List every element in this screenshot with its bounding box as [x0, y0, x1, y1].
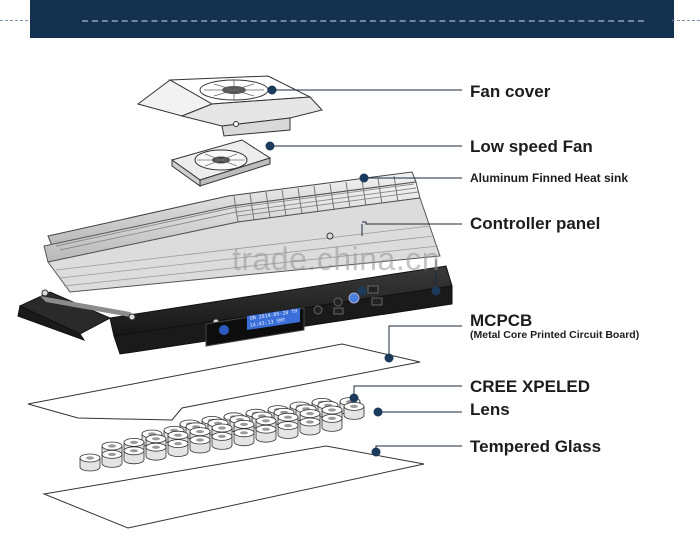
led-lens-array	[79, 397, 365, 472]
banner-dashed-line	[82, 20, 644, 22]
menu-button-icon	[367, 285, 379, 294]
tempered-glass-part	[42, 445, 425, 529]
housing-controller-part: ON 2014-05-20 TH 14:43:13 SMT	[17, 232, 453, 355]
lens-cylinder	[277, 421, 299, 439]
lens-cylinder	[321, 413, 343, 432]
heat-sink-part	[43, 171, 441, 293]
label-heat-sink: Aluminum Finned Heat sink	[470, 171, 629, 185]
lens-cylinder	[123, 446, 145, 465]
label-low-speed-fan: Low speed Fan	[470, 137, 593, 156]
mcpcb-board-part	[27, 343, 421, 421]
lens-cylinder	[233, 428, 255, 447]
right-dashed-line	[672, 20, 700, 21]
lens-cylinder	[79, 453, 101, 472]
leader-dots	[265, 85, 441, 457]
label-mcpcb-full: (Metal Core Printed Circuit Board)	[470, 329, 640, 341]
lens-cylinder	[211, 431, 233, 450]
power-button-icon	[348, 292, 360, 304]
left-dashed-line	[0, 20, 28, 21]
lens-cylinder	[343, 401, 365, 420]
lcd-line2: 14:43:13 SMT	[249, 317, 286, 329]
label-lens: Lens	[470, 400, 510, 419]
down-button-icon	[371, 297, 383, 306]
lens-cylinder	[189, 435, 211, 454]
lens-cylinder	[101, 449, 123, 468]
logo-icon	[219, 325, 229, 335]
up-button-icon	[333, 307, 344, 315]
fan-cover-part	[136, 75, 323, 137]
lens-cylinder	[299, 417, 321, 436]
lcd-screen	[247, 308, 300, 330]
back-button-icon	[333, 297, 343, 307]
lens-cylinder	[145, 442, 167, 461]
left-arrow-button-icon	[313, 305, 323, 315]
lens-cylinder	[167, 439, 189, 457]
label-controller-panel: Controller panel	[470, 214, 601, 233]
label-cree-xpeled: CREE XPELED	[470, 377, 590, 396]
label-tempered-glass: Tempered Glass	[470, 437, 602, 456]
watermark: trade.china.cn	[232, 241, 441, 277]
label-fan-cover: Fan cover	[470, 82, 551, 101]
lens-cylinder	[255, 424, 277, 443]
label-mcpcb: MCPCB	[470, 311, 533, 330]
low-speed-fan-part	[170, 139, 272, 187]
header-banner	[30, 0, 674, 38]
